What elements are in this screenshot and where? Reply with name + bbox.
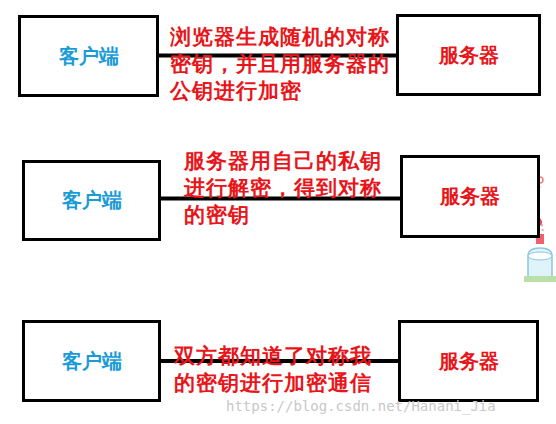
endpoint-box: 客户端 [22, 320, 161, 402]
box-label: 客户端 [62, 187, 122, 214]
edge-label: 服务器用自己的私钥进行解密，得到对称的密钥 [184, 148, 390, 229]
endpoint-box: 客户端 [22, 160, 161, 241]
endpoint-box: 服务器 [398, 320, 539, 402]
sprite-cup-rim [528, 252, 552, 260]
sprite-ground [524, 276, 556, 282]
watermark: https://blog.csdn.net/Hanani_Jia [226, 398, 496, 414]
box-label: 服务器 [439, 348, 499, 375]
edge-label: 浏览器生成随机的对称密钥，并且用服务器的公钥进行加密 [170, 24, 394, 105]
box-label: 服务器 [440, 183, 500, 210]
edge-label: 双方都知道了对称我的密钥进行加密通信 [174, 343, 392, 397]
endpoint-box: 服务器 [396, 14, 541, 96]
endpoint-box: 服务器 [400, 155, 540, 238]
endpoint-box: 客户端 [18, 15, 159, 97]
box-label: 客户端 [59, 43, 119, 70]
box-label: 服务器 [439, 42, 499, 69]
box-label: 客户端 [62, 348, 122, 375]
